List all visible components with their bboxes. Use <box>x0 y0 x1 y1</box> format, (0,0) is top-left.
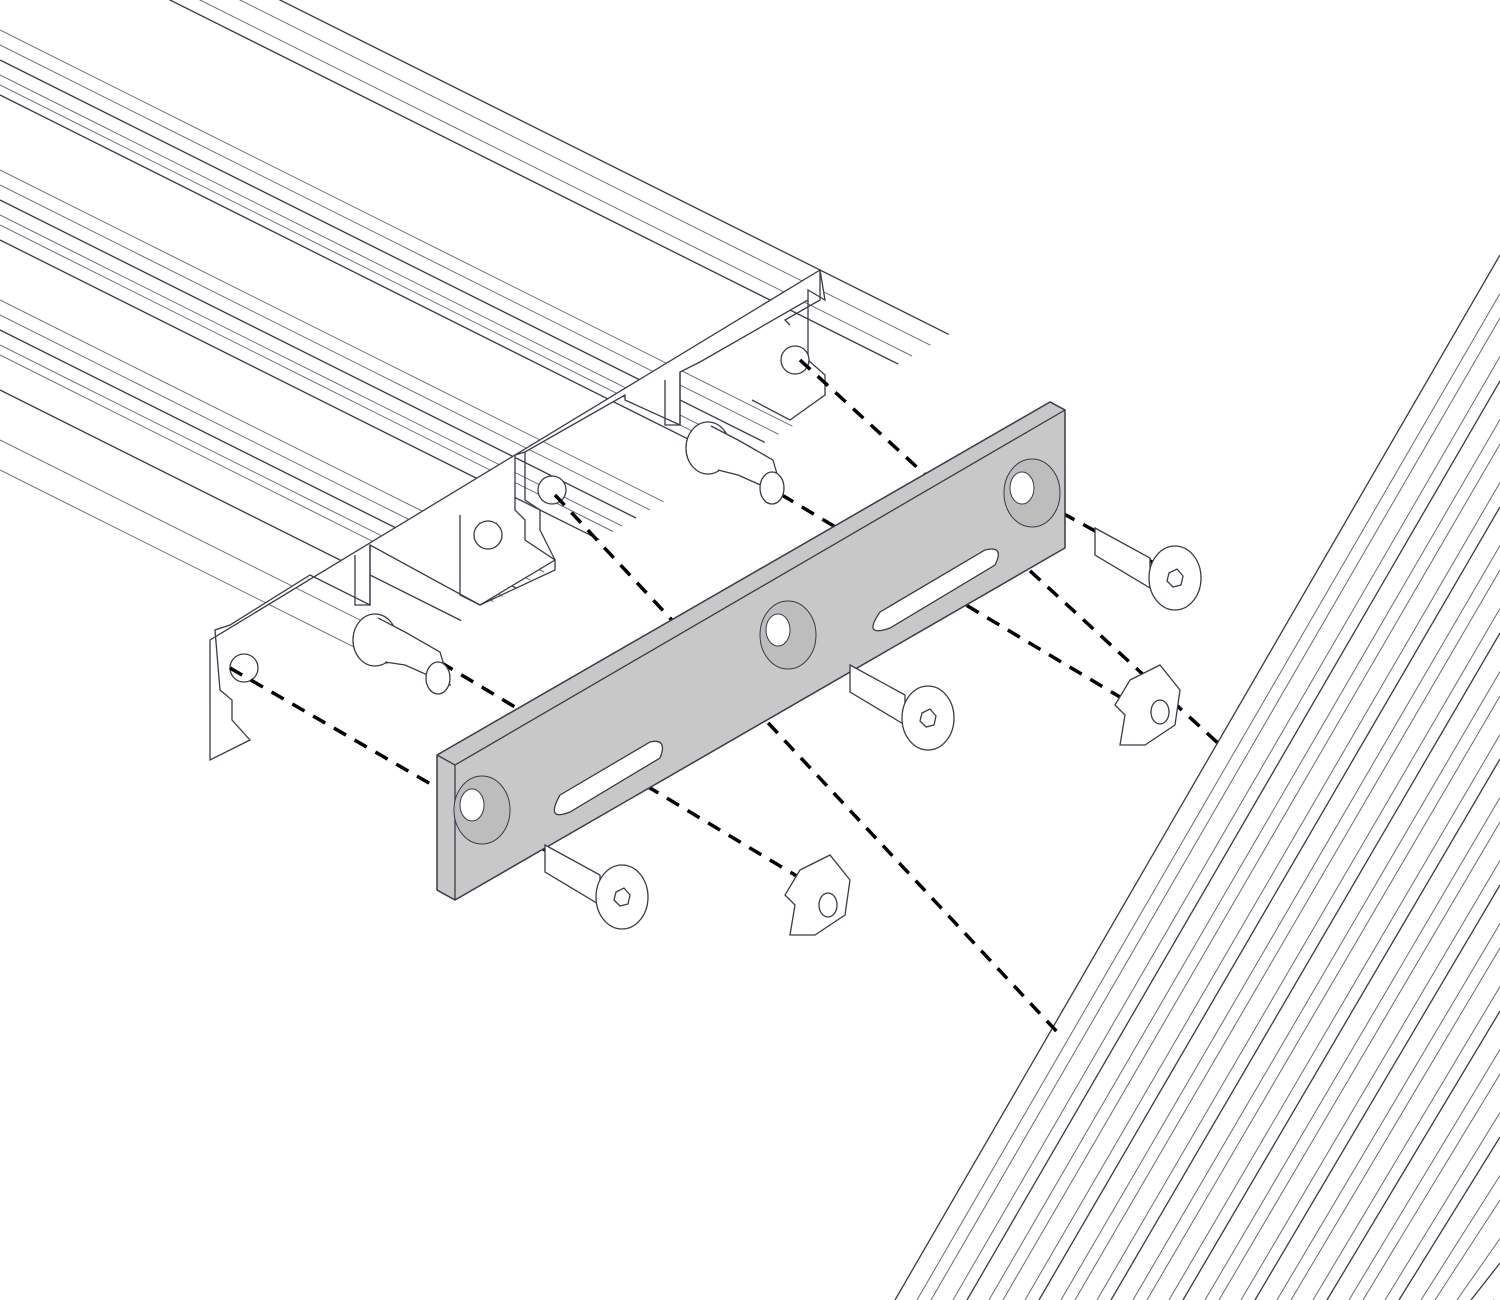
plate-hole-3 <box>1009 471 1035 505</box>
countersunk-screw-2 <box>849 663 955 751</box>
board-groove-line <box>894 254 1500 1300</box>
profile-channel-hole-1 <box>780 345 810 375</box>
deck-profile-end-face <box>209 268 826 762</box>
board-groove-line <box>1146 695 1500 1300</box>
board-groove-line <box>1024 482 1500 1300</box>
board-groove-line <box>1074 569 1500 1300</box>
board-groove-line <box>1348 1049 1500 1300</box>
board-groove-line <box>1240 860 1500 1300</box>
board-groove-line <box>1326 1010 1500 1300</box>
board-groove-line <box>1384 1112 1500 1300</box>
plate-hole-2 <box>765 613 791 647</box>
profile-groove-line <box>0 59 766 443</box>
board-groove-line <box>1398 1136 1500 1300</box>
plate-slot-2 <box>872 548 999 632</box>
board-groove-line <box>1218 821 1500 1300</box>
plate-hole-1 <box>459 788 485 822</box>
adjacent-deck-board <box>894 254 1500 1300</box>
connector-plate <box>436 401 1066 901</box>
profile-groove-line <box>198 0 913 357</box>
board-groove-line <box>1110 632 1500 1300</box>
board-groove-line <box>988 419 1500 1300</box>
t-nut-1 <box>784 854 851 936</box>
board-groove-line <box>1132 671 1500 1300</box>
spacer-sleeve-2 <box>685 421 785 505</box>
profile-groove-line <box>278 0 950 335</box>
spacer-sleeve-1 <box>352 613 452 695</box>
t-nut-2 <box>1114 664 1181 746</box>
board-groove-line <box>1060 545 1500 1300</box>
profile-groove-line <box>238 0 931 346</box>
board-groove-line <box>1096 608 1500 1300</box>
board-groove-line <box>966 380 1500 1300</box>
profile-groove-line <box>0 439 416 649</box>
board-groove-line <box>1420 1175 1500 1300</box>
board-groove-line <box>1204 797 1500 1300</box>
profile-groove-line <box>168 0 899 365</box>
board-groove-line <box>1002 443 1500 1300</box>
board-groove-line <box>916 293 1500 1300</box>
countersunk-screw-1 <box>544 843 649 930</box>
board-groove-line <box>1168 734 1500 1300</box>
board-groove-line <box>1038 506 1500 1300</box>
board-groove-line <box>1290 947 1500 1300</box>
profile-groove-line <box>0 389 462 622</box>
board-groove-line <box>1470 1262 1500 1300</box>
board-groove-line <box>1362 1073 1500 1300</box>
profile-channel-hole-3 <box>473 520 503 550</box>
profile-groove-line <box>0 199 637 519</box>
profile-groove-line <box>0 29 793 427</box>
profile-groove-line <box>0 94 733 462</box>
board-groove-line <box>1312 986 1500 1300</box>
profile-groove-line <box>0 44 779 435</box>
board-groove-line <box>1456 1238 1500 1300</box>
profile-channel-hole-4 <box>229 653 259 683</box>
board-groove-line <box>1276 923 1500 1300</box>
plate-slot-1 <box>553 740 664 816</box>
profile-groove-line <box>0 184 651 511</box>
board-groove-line <box>1254 884 1500 1300</box>
profile-groove-line <box>0 214 623 527</box>
board-groove-line <box>1182 758 1500 1300</box>
profile-groove-line <box>0 169 664 503</box>
profile-groove-line <box>0 469 388 665</box>
countersunk-screw-3 <box>1094 526 1202 611</box>
board-groove-line <box>930 317 1500 1300</box>
board-groove-line <box>1434 1199 1500 1300</box>
board-groove-line <box>952 356 1500 1300</box>
